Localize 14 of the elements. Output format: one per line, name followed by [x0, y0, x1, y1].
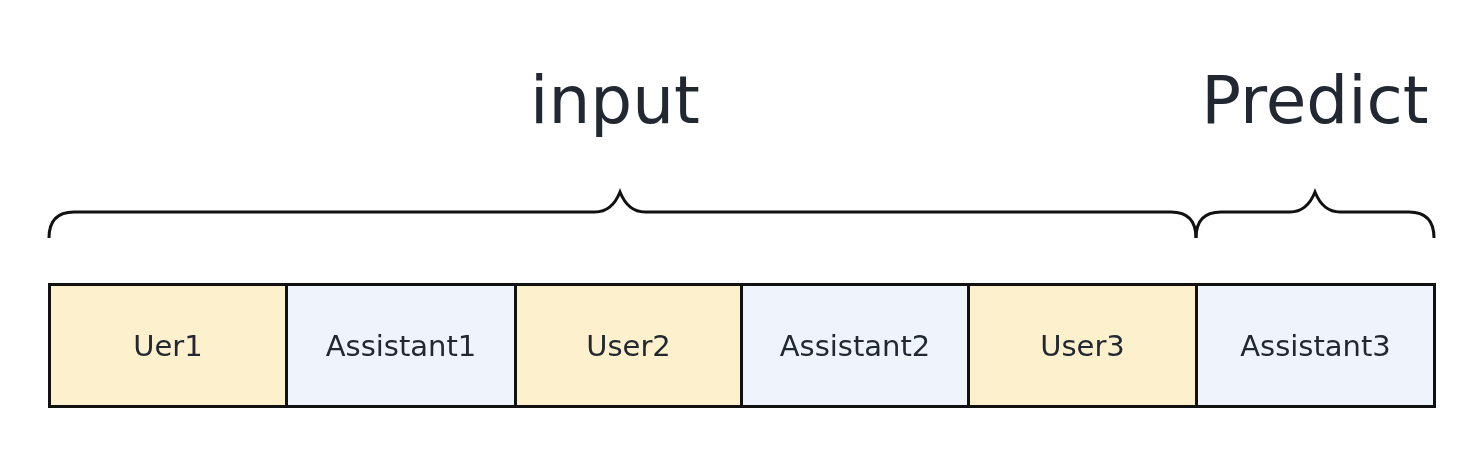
segment-box: [743, 283, 970, 408]
segment-label: Assistant1: [325, 328, 477, 363]
segment-box: [48, 283, 288, 408]
segment-label: User3: [1040, 328, 1125, 363]
segment-box: [970, 283, 1198, 408]
segment-box: [1198, 283, 1436, 408]
bracket-label: Predict: [1201, 62, 1429, 139]
bracket-label: input: [530, 62, 700, 139]
segment-box: [288, 283, 517, 408]
segment-label: Assistant3: [1240, 328, 1391, 363]
segment-label: Uer1: [133, 328, 203, 363]
segment-box: [517, 283, 743, 408]
segment-label: User2: [586, 328, 671, 363]
segment-label: Assistant2: [779, 328, 931, 363]
